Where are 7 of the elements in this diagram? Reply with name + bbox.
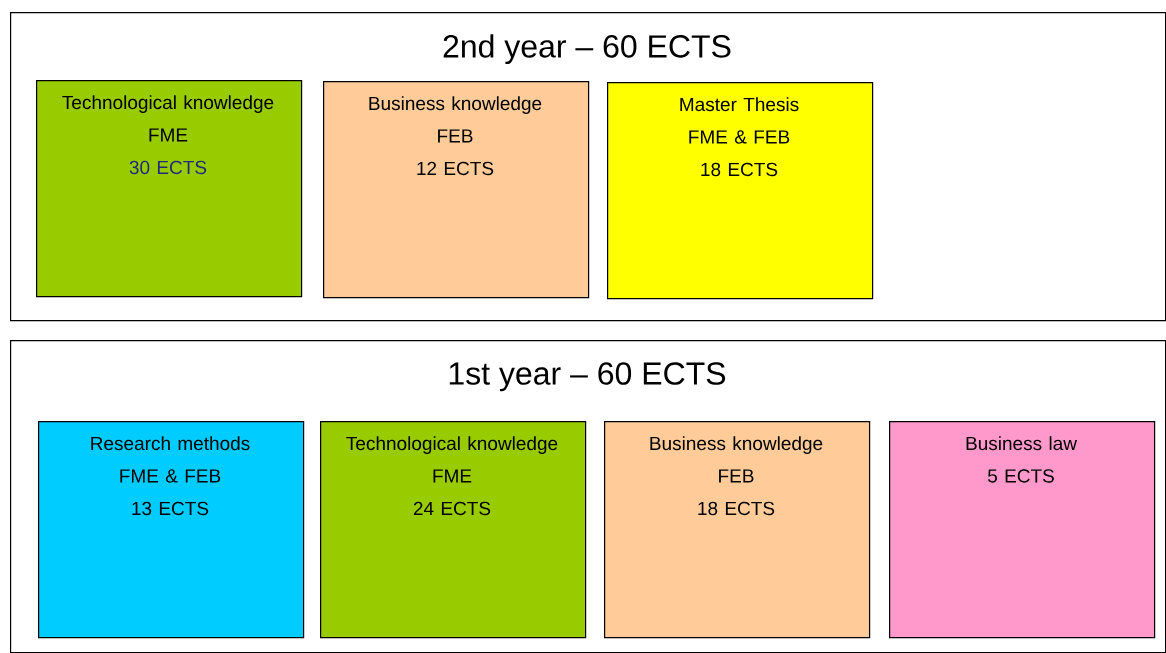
course-box: Master Thesis FME & FEB 18 ECTS: [607, 82, 874, 300]
course-box: Technological knowledge FME 30 ECTS: [36, 80, 303, 298]
course-box: Technological knowledge FME 24 ECTS: [320, 421, 587, 639]
course-box: Business law 5 ECTS: [889, 421, 1156, 639]
course-box: Business knowledge FEB 12 ECTS: [323, 81, 590, 299]
course-box: Business knowledge FEB 18 ECTS: [604, 421, 871, 639]
course-box: Research methods FME & FEB 13 ECTS: [38, 421, 305, 639]
